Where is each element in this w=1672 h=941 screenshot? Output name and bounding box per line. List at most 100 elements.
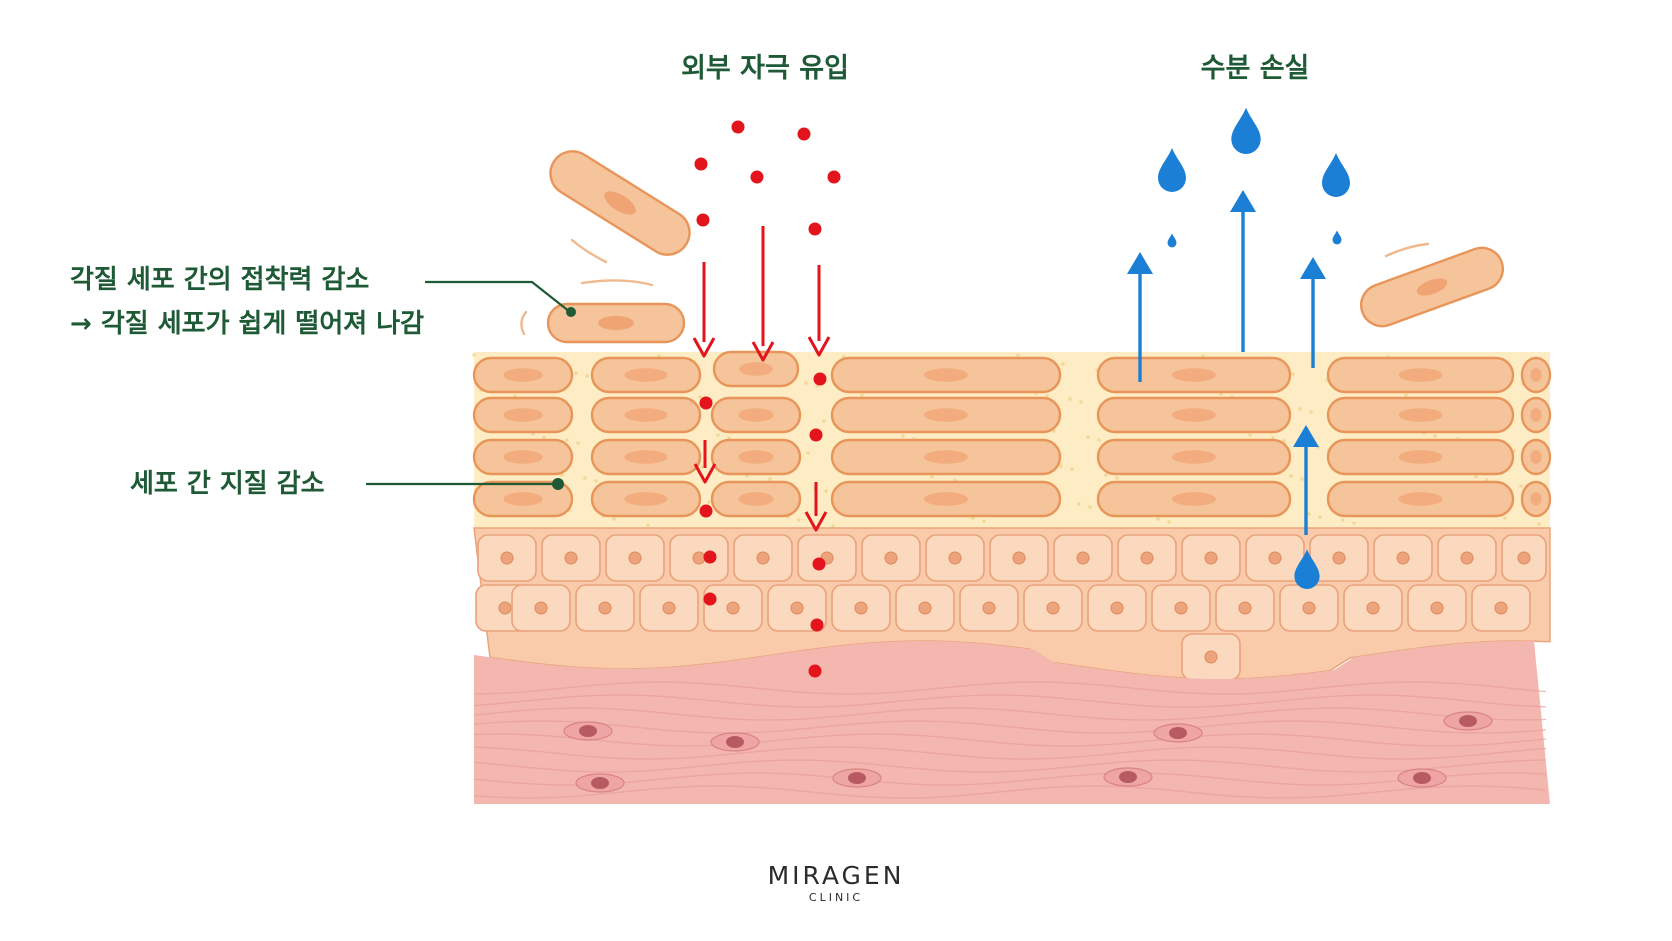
corneocyte-nucleus — [739, 362, 773, 376]
irritant-dot-icon — [696, 213, 710, 227]
epidermis-layer — [473, 527, 1551, 681]
up-arrow-icon — [1300, 257, 1326, 279]
moisture-loss-markers — [1127, 107, 1350, 589]
corneocyte-nucleus — [624, 408, 668, 422]
corneocyte-nucleus — [924, 368, 968, 382]
adhesion-callout: 각질 세포 간의 접착력 감소 → 각질 세포가 쉽게 떨어져 나감 — [70, 258, 424, 346]
lipid-speck — [860, 393, 864, 397]
motion-line — [520, 310, 528, 336]
lipid-speck — [716, 433, 720, 437]
lipid-speck — [698, 395, 702, 399]
lipid-speck — [1115, 476, 1119, 480]
collagen-fiber — [473, 785, 1547, 799]
lipid-speck — [1086, 435, 1090, 439]
lipid-speck — [1156, 517, 1160, 521]
lipid-speck — [901, 434, 905, 438]
lipid-speck — [707, 500, 711, 504]
irritant-dot-icon — [703, 550, 717, 564]
irritant-dot-icon — [797, 127, 811, 141]
detached-corneocyte-nucleus — [598, 316, 634, 330]
lipid-callout: 세포 간 지질 감소 — [130, 469, 325, 499]
corneocyte-nucleus — [624, 368, 668, 382]
adhesion-leader-line — [425, 280, 571, 313]
keratinocyte-nucleus — [1494, 601, 1508, 615]
corneocyte-nucleus — [1172, 368, 1216, 382]
lipid-speck — [1307, 512, 1311, 516]
fibroblast-nucleus — [1413, 772, 1431, 784]
lipid-speck — [574, 371, 578, 375]
lipid-speck — [930, 475, 934, 479]
fibroblast-nucleus — [1459, 715, 1477, 727]
lipid-speck — [1016, 353, 1020, 357]
lipid-speck — [1433, 434, 1437, 438]
corneocyte-nucleus — [738, 492, 774, 506]
down-arrow-icon — [693, 463, 717, 484]
irritant-inflow-markers — [692, 120, 841, 678]
keratinocyte-nucleus — [918, 601, 932, 615]
keratinocyte-nucleus — [1396, 551, 1410, 565]
up-arrow-icon — [1230, 190, 1256, 212]
up-arrow-icon — [1127, 252, 1153, 274]
keratinocyte-nucleus — [1012, 551, 1026, 565]
lipid-speck — [565, 438, 569, 442]
fibroblast-nucleus — [848, 772, 866, 784]
corneocyte-nucleus — [1172, 408, 1216, 422]
corneocyte-nucleus — [1530, 492, 1542, 506]
irritant-dot-icon — [694, 157, 708, 171]
keratinocyte-nucleus — [1460, 551, 1474, 565]
corneocyte-nucleus — [624, 492, 668, 506]
irritant-dot-icon — [813, 372, 827, 386]
adhesion-callout-line2: → 각질 세포가 쉽게 떨어져 나감 — [70, 309, 425, 339]
lipid-speck — [1300, 477, 1304, 481]
collagen-fiber — [473, 720, 1547, 734]
water-drop-icon — [1231, 107, 1261, 154]
irritant-dot-icon — [750, 170, 764, 184]
adhesion-callout-line1: 각질 세포 간의 접착력 감소 — [70, 265, 370, 295]
irritant-dot-icon — [827, 170, 841, 184]
corneocyte-nucleus — [738, 408, 774, 422]
water-drop-icon — [1167, 233, 1177, 248]
keratinocyte-nucleus — [756, 551, 770, 565]
water-drop-icon — [1322, 153, 1350, 197]
lipid-speck — [646, 523, 650, 527]
corneocyte-nucleus — [1398, 492, 1443, 506]
lipid-speck — [1298, 407, 1302, 411]
corneocyte-nucleus — [1398, 408, 1443, 422]
motion-line — [570, 238, 608, 264]
lipid-speck — [1088, 505, 1092, 509]
keratinocyte-nucleus — [854, 601, 868, 615]
lipid-speck — [1474, 475, 1478, 479]
lipid-speck — [1404, 393, 1408, 397]
motion-line — [580, 279, 654, 287]
lipid-speck — [472, 353, 476, 357]
corneocyte-nucleus — [924, 450, 968, 464]
keratinocyte-nucleus — [628, 551, 642, 565]
keratinocyte-nucleus — [534, 601, 548, 615]
irritant-dot-icon — [699, 396, 713, 410]
irritant-inflow-heading: 외부 자극 유입 — [681, 53, 849, 84]
keratinocyte-nucleus — [884, 551, 898, 565]
dermis-layer — [473, 641, 1550, 804]
irritant-dot-icon — [809, 428, 823, 442]
brand-logo: MIRAGEN CLINIC — [768, 862, 905, 906]
lipid-speck — [700, 465, 704, 469]
moisture-loss-heading: 수분 손실 — [1200, 53, 1310, 84]
irritant-dot-icon — [808, 664, 822, 678]
corneocyte-nucleus — [1530, 408, 1542, 422]
down-arrow-icon — [804, 511, 828, 532]
detached-corneocyte — [549, 150, 691, 256]
keratinocyte-nucleus — [726, 601, 740, 615]
callout-dot-icon — [552, 478, 564, 490]
collagen-fiber — [473, 707, 1547, 721]
keratinocyte-nucleus — [564, 551, 578, 565]
lipid-speck — [1167, 520, 1171, 524]
keratinocyte-nucleus — [1204, 551, 1218, 565]
lipid-speck — [1291, 372, 1295, 376]
fibroblast-nucleus — [726, 736, 744, 748]
detached-corneocyte — [1359, 246, 1505, 328]
lipid-speck — [1104, 473, 1108, 477]
lipid-speck — [1519, 484, 1523, 488]
lipid-speck — [1289, 474, 1293, 478]
lipid-speck — [1097, 438, 1101, 442]
